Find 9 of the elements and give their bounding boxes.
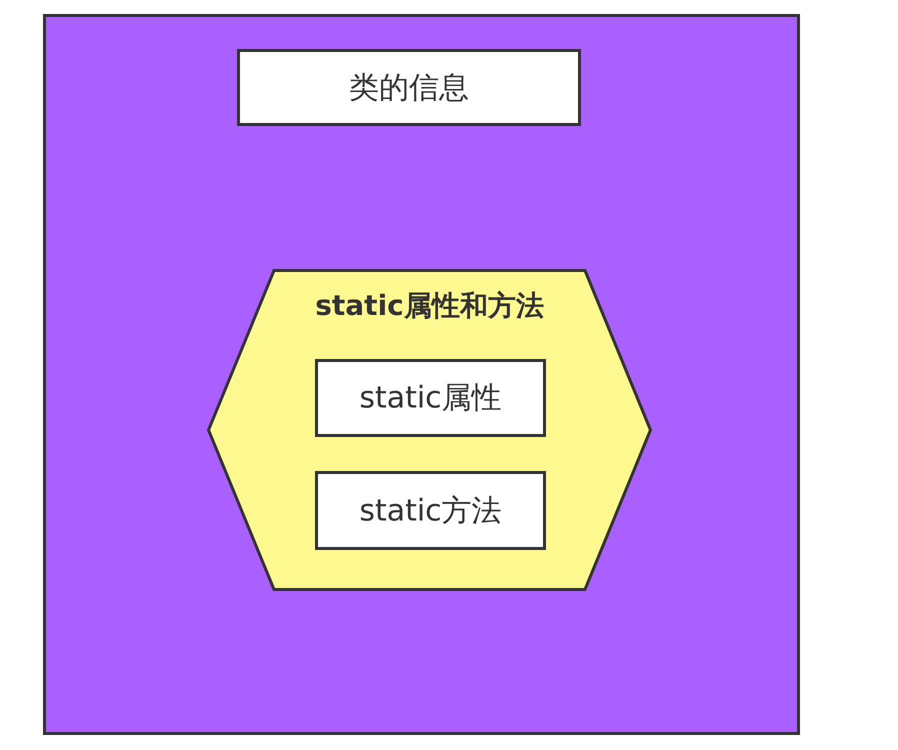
node-label: 类的信息	[348, 69, 470, 107]
node-label: static方法	[358, 492, 503, 530]
group-title: static属性和方法	[314, 288, 545, 324]
panel-background	[43, 14, 800, 735]
hexagon-group	[207, 269, 652, 591]
process-box	[315, 359, 546, 437]
process-box	[315, 471, 546, 550]
info-box	[237, 49, 581, 126]
node-label: static属性	[358, 380, 503, 418]
